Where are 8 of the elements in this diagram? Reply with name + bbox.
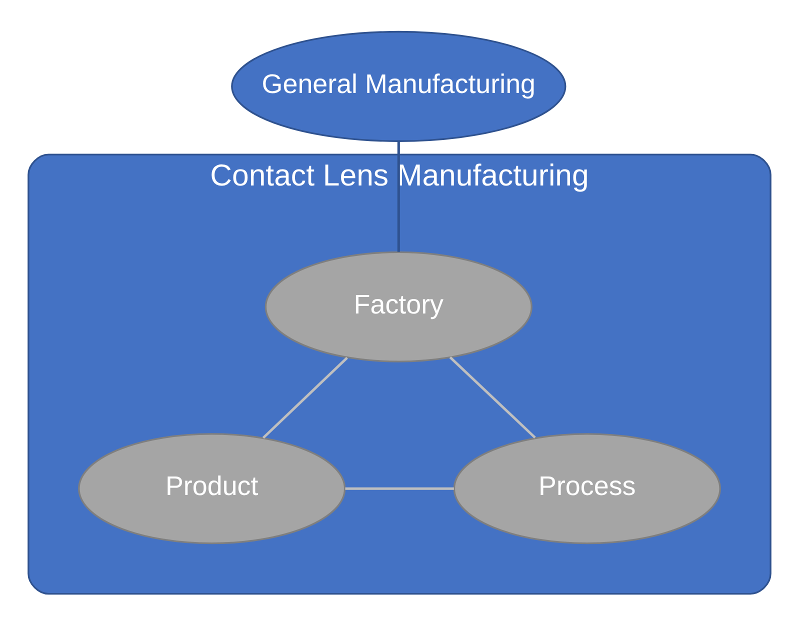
connector	[449, 356, 536, 439]
node-ellipse: Product	[78, 433, 346, 544]
connector	[262, 356, 348, 439]
node-ellipse: General Manufacturing	[231, 30, 566, 142]
node-ellipse: Factory	[264, 251, 532, 362]
connector	[345, 487, 454, 490]
connector	[397, 141, 400, 252]
node-ellipse: Process	[453, 433, 721, 544]
